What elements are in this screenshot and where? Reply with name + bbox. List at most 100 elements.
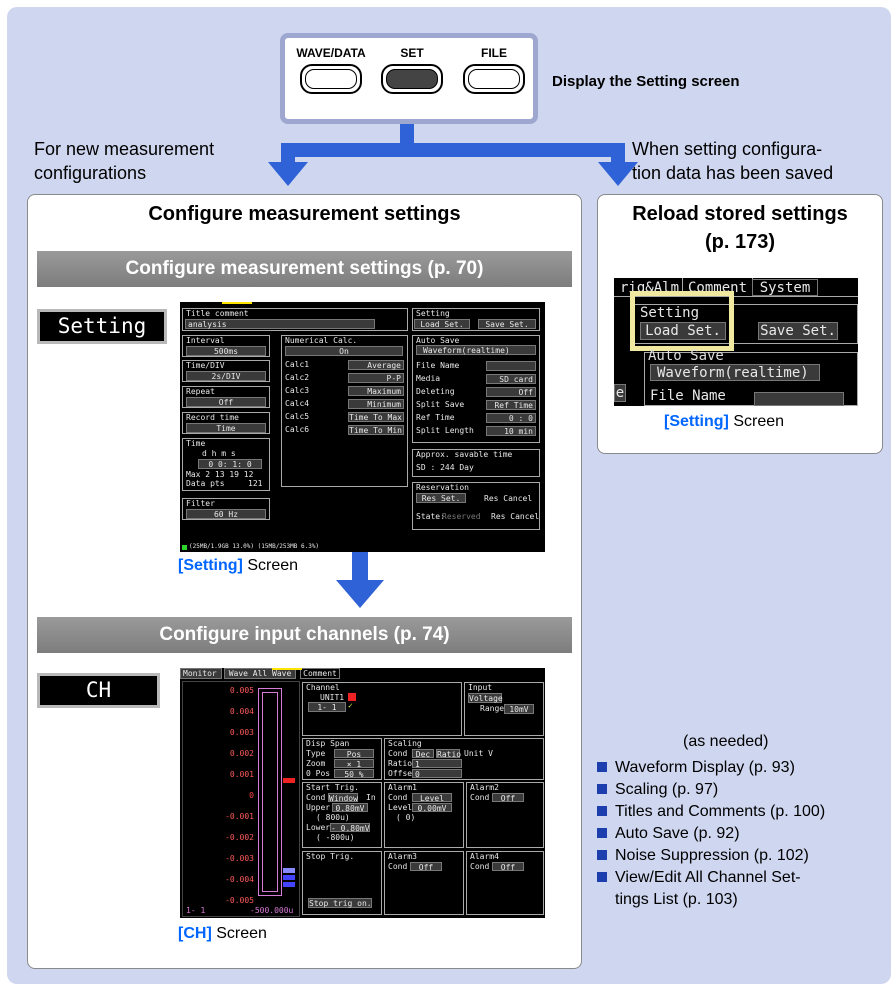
ch-bottom-label: 1- 1 (186, 906, 206, 915)
calc-value-field[interactable]: Maximum (348, 386, 404, 396)
auto-save-row-field[interactable]: SD card (486, 374, 536, 384)
setting-screen-caption: [Setting] Screen (178, 557, 299, 574)
setting-group-label: Setting (416, 309, 450, 318)
record-time-field[interactable]: Time (186, 423, 266, 433)
ratio-button[interactable]: Ratio (436, 749, 462, 759)
calc-value-field[interactable]: Minimum (348, 399, 404, 409)
see-also-text: Titles and Comments (p. 100) (615, 803, 826, 820)
filter-label: Filter (186, 499, 215, 508)
zoom-file-name-field[interactable] (754, 392, 844, 406)
title-comment-field[interactable]: analysis (185, 319, 375, 329)
interval-field[interactable]: 500ms (186, 346, 266, 356)
auto-save-row-label: File Name (416, 361, 460, 370)
numcalc-label: Numerical Calc. (285, 336, 358, 345)
type-label: Type (306, 749, 326, 758)
section-bar-settings: Configure measurement settings (p. 70) (37, 251, 572, 287)
zoom-waveform-field[interactable]: Waveform(realtime) (650, 364, 820, 381)
time-field[interactable]: 0 0: 1: 0 (198, 459, 262, 469)
alarm1-level-field[interactable]: 0.00mV (412, 803, 452, 813)
in-label: In (366, 793, 376, 802)
auto-save-row-field[interactable]: 10 min (486, 426, 536, 436)
zoom-field[interactable]: × 1 (334, 759, 374, 769)
calc-value-field[interactable]: Time To Min (348, 425, 404, 435)
time-label: Time (186, 439, 206, 448)
load-set-highlight (630, 291, 734, 351)
alarm1-cond-label: Cond (388, 793, 408, 802)
calc-label: Calc2 (285, 373, 310, 382)
branch-left-line1: For new measurement (34, 139, 215, 159)
ratio-field[interactable]: 1 (412, 759, 462, 769)
offset-field[interactable]: 0 (412, 769, 462, 779)
auto-save-field[interactable]: Waveform(realtime) (416, 345, 536, 355)
window-field[interactable]: Window (328, 793, 358, 803)
lower-field[interactable]: - 0.80mV (330, 823, 370, 833)
setting-key[interactable]: Setting (37, 309, 167, 344)
res-set-button[interactable]: Res Set. (416, 493, 466, 503)
filter-field[interactable]: 60 Hz (186, 509, 266, 519)
upper-field[interactable]: 0.80mV (332, 803, 368, 813)
zpos-label: 0 Pos (306, 769, 331, 778)
ch-key[interactable]: CH (37, 673, 160, 708)
alarm4-label: Alarm4 (470, 852, 499, 861)
bullet-icon (597, 850, 607, 860)
unit-v-label: Unit V (464, 749, 493, 758)
dec-button[interactable]: Dec (412, 749, 434, 759)
y-tick-label: 0.003 (229, 728, 254, 737)
calc-label: Calc3 (285, 386, 310, 395)
data-pts-value: 121 (248, 479, 263, 488)
alarm4-field[interactable]: Off (492, 862, 524, 872)
zoom-save-set-button[interactable]: Save Set. (758, 322, 838, 340)
wave-data-label: WAVE/DATA (296, 46, 366, 60)
tab-monitor[interactable]: Monitor (180, 668, 222, 679)
tab-wave[interactable]: Wave All Wave (224, 668, 296, 679)
res-cancel-button[interactable]: Res Cancel (484, 494, 533, 503)
zoom-tab-system[interactable]: System (752, 279, 818, 296)
file-label: FILE (481, 46, 507, 60)
zpos-field[interactable]: 50 % (334, 769, 374, 779)
range-field[interactable]: 10mV (504, 704, 534, 714)
save-set-button[interactable]: Save Set. (478, 319, 536, 329)
load-set-button[interactable]: Load Set. (414, 319, 470, 329)
alarm1-paren: ( 0) (396, 813, 416, 822)
ch-bottom-value: -500.000u (250, 906, 294, 915)
stop-trig-button[interactable]: Stop trig on. (308, 898, 372, 908)
tab-comment[interactable]: Comment (300, 668, 340, 679)
state-res-cancel: Res Cancel (491, 512, 540, 521)
file-button[interactable] (463, 64, 525, 94)
auto-save-row-field[interactable]: 0 : 0 (486, 413, 536, 423)
panel-title: Configure measurement settings (148, 203, 461, 225)
channel-field[interactable]: 1- 1 (308, 702, 346, 712)
zoom-load-set-button[interactable]: Load Set. (640, 322, 726, 340)
alarm2-field[interactable]: Off (492, 793, 524, 803)
numcalc-field[interactable]: On (285, 346, 403, 356)
timediv-field[interactable]: 2s/DIV (186, 371, 266, 381)
set-button[interactable] (381, 64, 443, 94)
down-arrow (336, 552, 384, 608)
auto-save-row-field[interactable] (486, 361, 536, 371)
see-also-text: Noise Suppression (p. 102) (615, 847, 809, 864)
state-value: Reserved (442, 512, 481, 521)
disp-span-label: Disp Span (306, 739, 350, 748)
alarm1-cond-field[interactable]: Level (412, 793, 452, 803)
unit-label: UNIT1 (320, 693, 345, 702)
wave-data-button[interactable] (300, 64, 362, 94)
zoom-edge-button[interactable]: e (614, 384, 626, 402)
bar-meter (258, 688, 282, 896)
type-field[interactable]: Pos (334, 749, 374, 759)
sd-text: SD : 244 Day (416, 463, 474, 472)
alarm4-cond-label: Cond (470, 862, 490, 871)
channel-label: Channel (306, 683, 340, 692)
alarm3-field[interactable]: Off (410, 862, 442, 872)
auto-save-row-field[interactable]: Off (486, 387, 536, 397)
see-also-item: Noise Suppression (p. 102) (597, 846, 809, 866)
calc-value-field[interactable]: Average (348, 360, 404, 370)
repeat-field[interactable]: Off (186, 397, 266, 407)
calc-value-field[interactable]: P-P (348, 373, 404, 383)
calc-value-field[interactable]: Time To Max (348, 412, 404, 422)
calc-label: Calc4 (285, 399, 310, 408)
set-label: SET (400, 46, 424, 60)
input-field[interactable]: Voltage (468, 693, 503, 703)
record-time-label: Record time (186, 413, 239, 422)
auto-save-row-field[interactable]: Ref Time (486, 400, 536, 410)
see-also-item: Auto Save (p. 92) (597, 824, 740, 844)
